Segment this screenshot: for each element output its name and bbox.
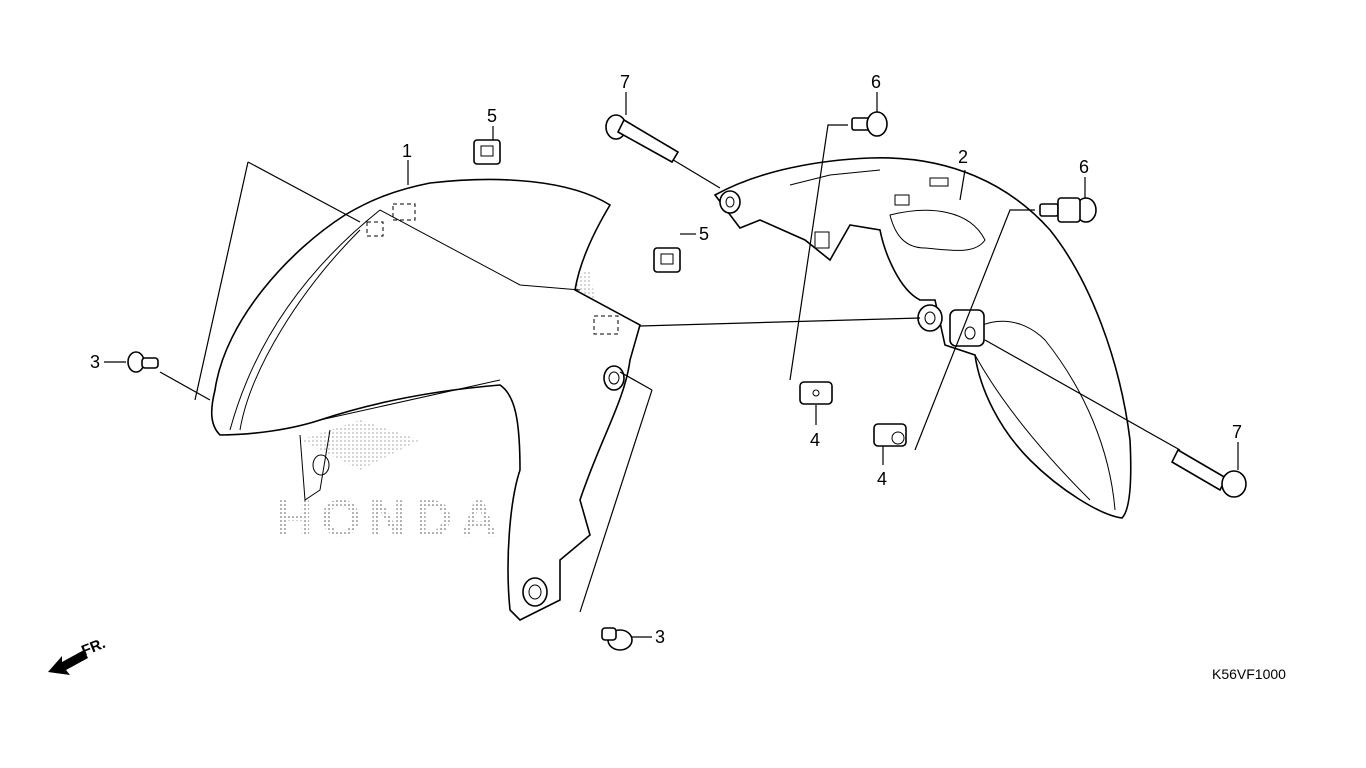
callout-6a: 6 xyxy=(871,72,881,92)
bolt-7b xyxy=(1170,448,1247,498)
leader-lines xyxy=(159,124,1181,613)
bolt-7a xyxy=(605,114,680,164)
honda-logo-text: HONDA xyxy=(275,490,506,548)
arrow-left-icon xyxy=(48,650,88,675)
fastener-3a xyxy=(127,351,159,373)
callout-3a: 3 xyxy=(90,352,100,372)
screw-6b xyxy=(1039,197,1097,223)
clip-nut-5a xyxy=(473,139,501,165)
nut-4b xyxy=(873,423,907,447)
screw-6a xyxy=(851,111,888,137)
callout-2: 2 xyxy=(958,147,968,167)
callout-4b: 4 xyxy=(877,469,887,489)
front-fender-part xyxy=(210,178,641,621)
callout-4a: 4 xyxy=(810,430,820,450)
callout-1: 1 xyxy=(402,141,412,161)
inner-fender-part xyxy=(713,157,1132,519)
nut-4a xyxy=(799,381,833,405)
callout-6b: 6 xyxy=(1079,157,1089,177)
callout-5a: 5 xyxy=(487,106,497,126)
fastener-3b xyxy=(601,627,633,651)
direction-label: FR. xyxy=(79,635,108,660)
callout-5b: 5 xyxy=(699,224,709,244)
callout-3b: 3 xyxy=(655,627,665,647)
front-direction-indicator: FR. xyxy=(48,635,108,675)
diagram-code: K56VF1000 xyxy=(1212,666,1286,682)
callout-7a: 7 xyxy=(620,72,630,92)
callout-7b: 7 xyxy=(1232,422,1242,442)
clip-nut-5b xyxy=(653,247,681,273)
